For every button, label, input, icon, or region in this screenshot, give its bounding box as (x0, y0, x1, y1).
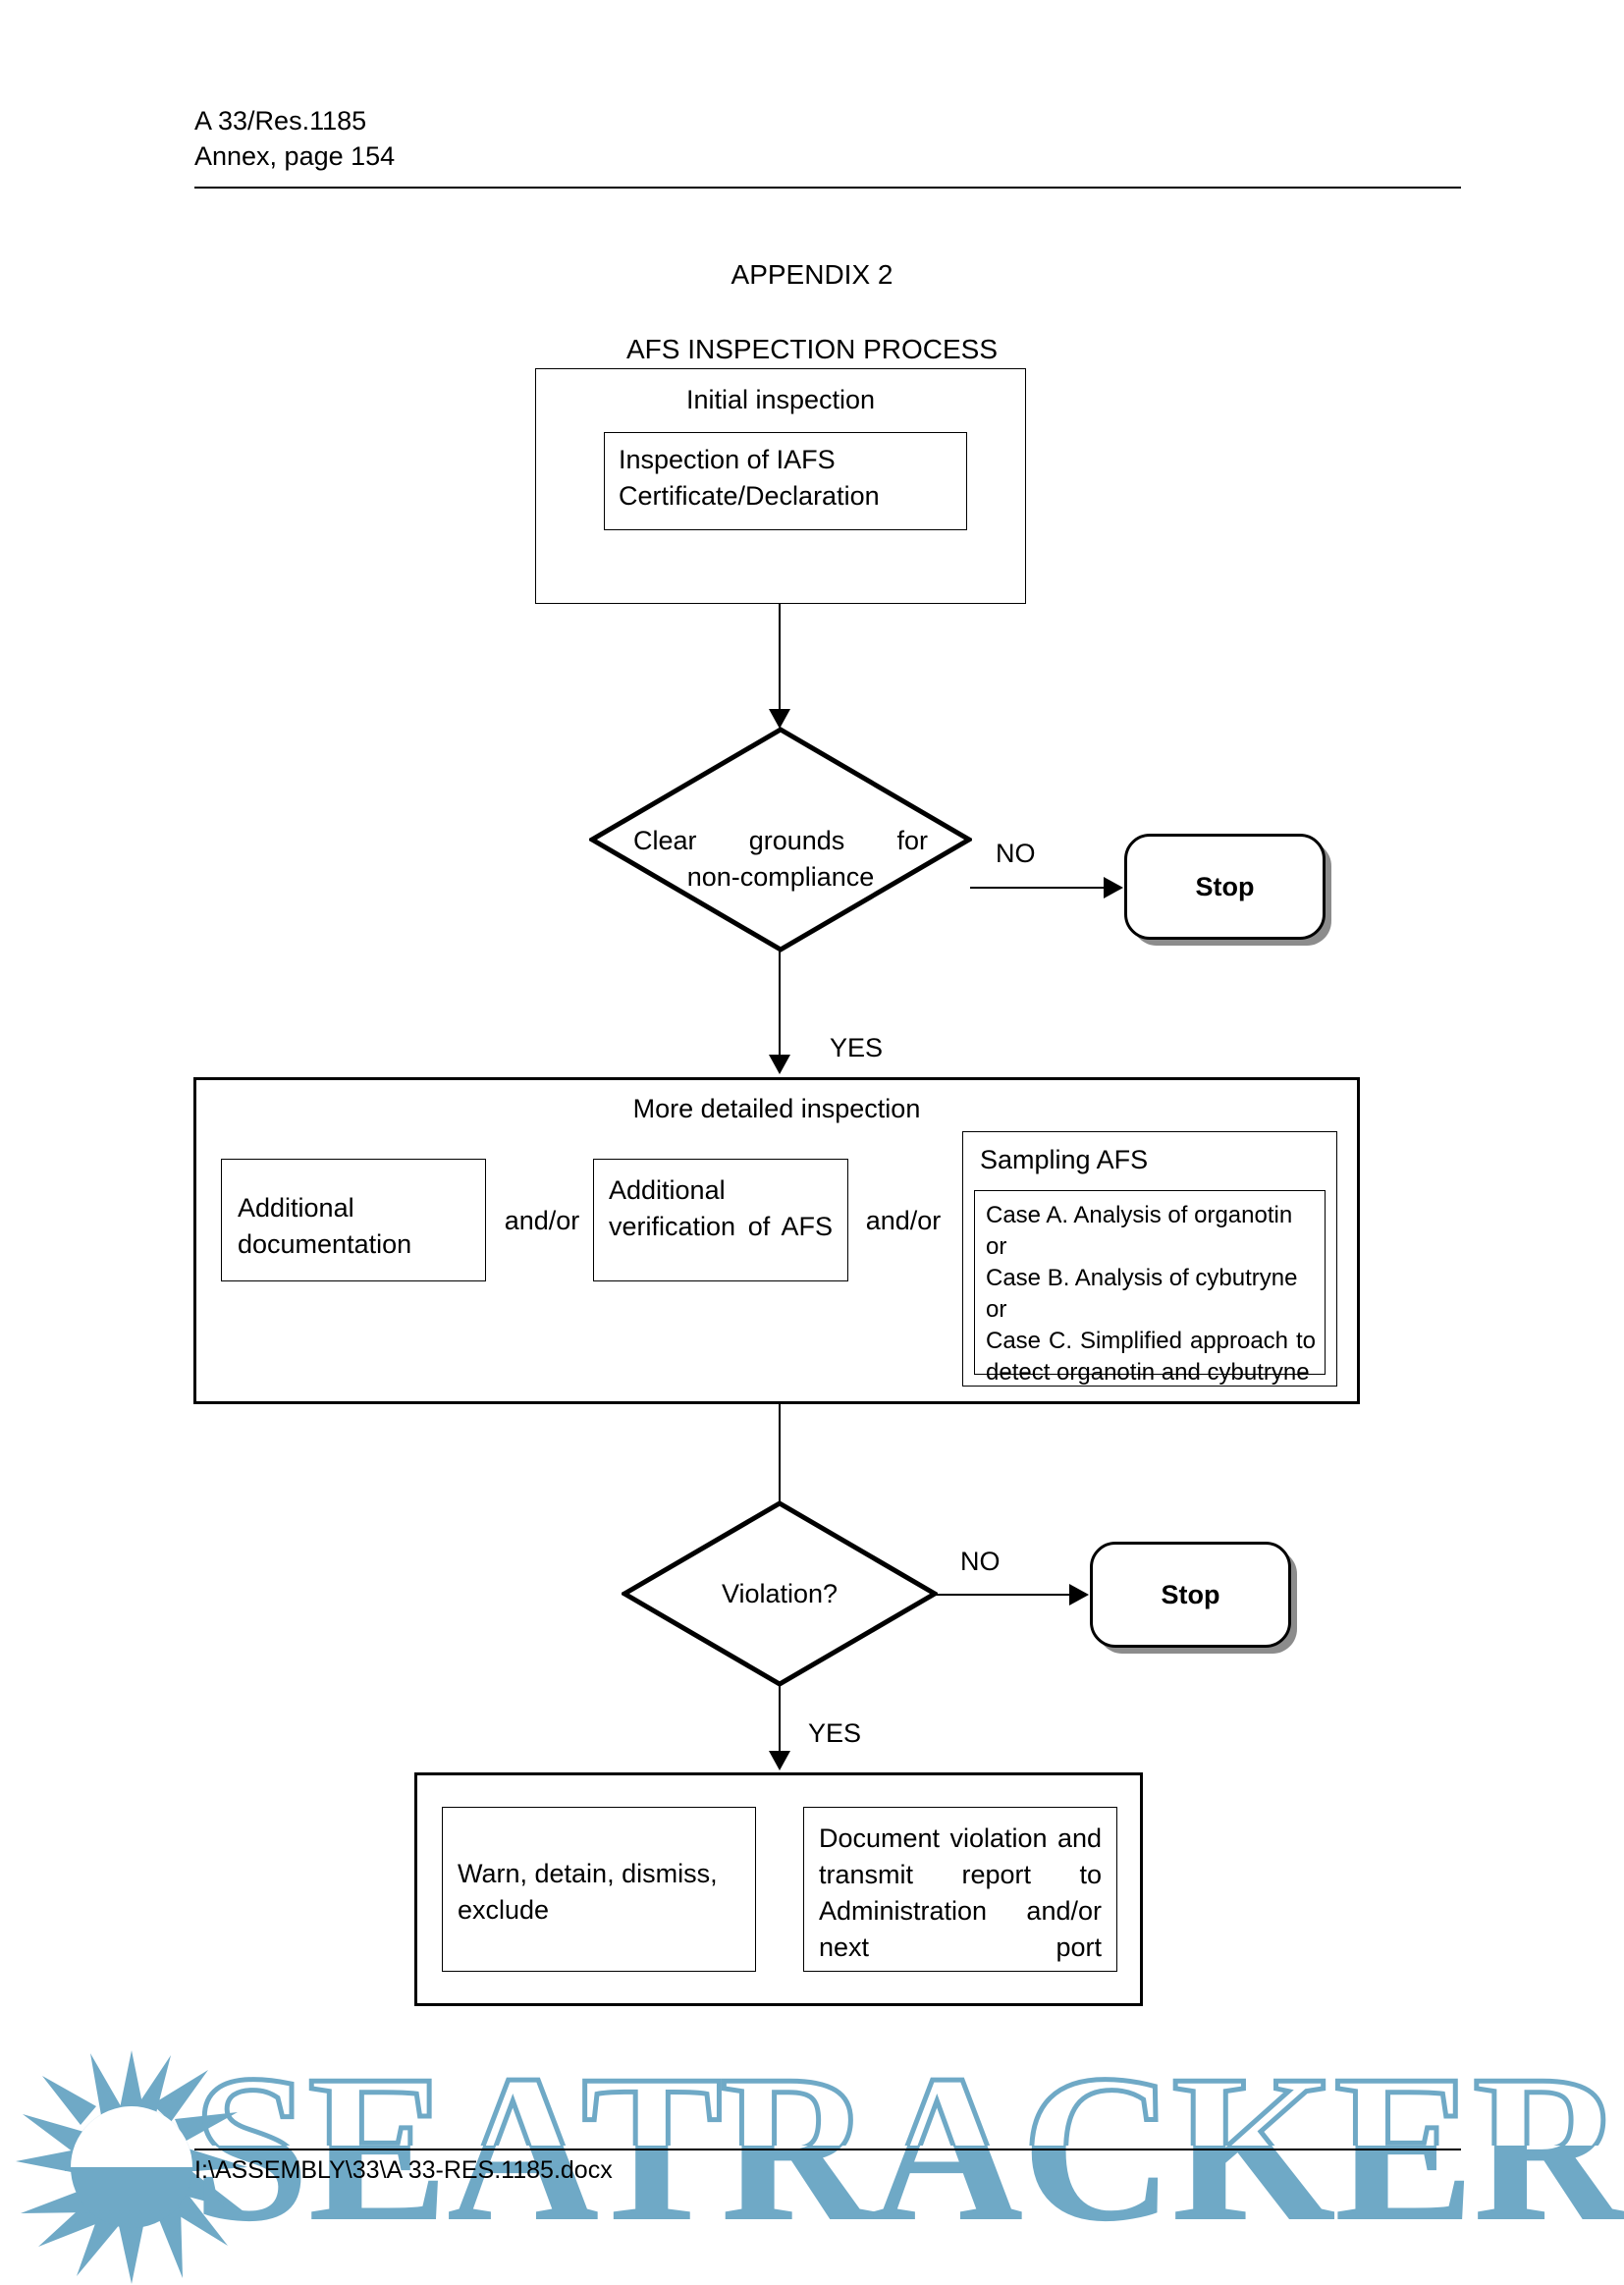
iafs-certificate-text: Inspection of IAFS Certificate/Declarati… (619, 445, 880, 511)
appendix-title: APPENDIX 2 (731, 259, 893, 290)
arrowhead-decision2-yes (769, 1751, 790, 1770)
warn-detain-text: Warn, detain, dismiss, exclude (458, 1859, 718, 1925)
connector-label-and-or-1: and/or (504, 1206, 580, 1235)
connector-label-and-or-2: and/or (865, 1206, 942, 1235)
document-violation-text: Document violation and transmit report t… (819, 1823, 1102, 1962)
decision-violation (622, 1500, 938, 1687)
connector-decision2-no (936, 1594, 1073, 1596)
additional-documentation-text: Additional documentation (238, 1193, 412, 1259)
sampling-or-1: or (986, 1233, 1007, 1260)
document-header: A 33/Res.1185 Annex, page 154 (194, 106, 396, 171)
svg-text:SEATRACKER.RU: SEATRACKER.RU (192, 2044, 1624, 2265)
arrowhead-decision1-yes (769, 1055, 790, 1074)
edge-label-yes-1: YES (830, 1033, 884, 1062)
footer-file-path: I:\ASSEMBLY\33\A 33-RES.1185.docx (194, 2156, 613, 2184)
document-violation-box (803, 1807, 1117, 1972)
sampling-afs-cases-box (974, 1190, 1326, 1375)
stop-box-1: Stop (1124, 834, 1326, 940)
footer-divider (194, 2149, 1461, 2150)
initial-inspection-label: Initial inspection (685, 385, 876, 414)
connector-decision1-no (970, 887, 1108, 889)
sampling-case-b: Case B. Analysis of cybutryne (986, 1265, 1298, 1291)
process-title: AFS INSPECTION PROCESS (625, 334, 999, 364)
sampling-case-c: Case C. Simplified approach to detect or… (986, 1328, 1316, 1386)
connector-initial-to-decision (779, 604, 781, 714)
arrowhead-decision2-no (1069, 1584, 1089, 1605)
connector-detailed-to-violation (779, 1404, 781, 1512)
decision-clear-grounds-line2: non-compliance (686, 862, 875, 892)
warn-detain-box (442, 1807, 756, 1972)
sampling-case-a: Case A. Analysis of organotin (986, 1202, 1293, 1228)
edge-label-no-1: NO (996, 839, 1036, 868)
sampling-afs-label: Sampling AFS (980, 1145, 1149, 1174)
edge-label-no-2: NO (960, 1547, 1001, 1576)
decision-violation-text: Violation? (721, 1579, 839, 1608)
arrowhead-decision1-no (1104, 877, 1123, 898)
decision-clear-grounds-line1: Clear grounds for (633, 826, 928, 855)
connector-decision1-yes (779, 951, 781, 1059)
connector-decision2-yes (779, 1685, 781, 1754)
stop-box-2: Stop (1090, 1542, 1291, 1648)
additional-verification-box (593, 1159, 848, 1281)
sampling-or-2: or (986, 1296, 1007, 1323)
svg-text:SEATRACKER.RU: SEATRACKER.RU (192, 2044, 1624, 2265)
more-detailed-inspection-label: More detailed inspection (632, 1094, 921, 1123)
arrowhead-initial-to-decision (769, 709, 790, 729)
additional-documentation-box (221, 1159, 486, 1281)
iafs-certificate-box (604, 432, 967, 530)
edge-label-yes-2: YES (808, 1718, 862, 1748)
additional-verification-text: Additional verification of AFS (609, 1175, 833, 1241)
decision-clear-grounds (589, 727, 972, 952)
header-divider (194, 187, 1461, 189)
